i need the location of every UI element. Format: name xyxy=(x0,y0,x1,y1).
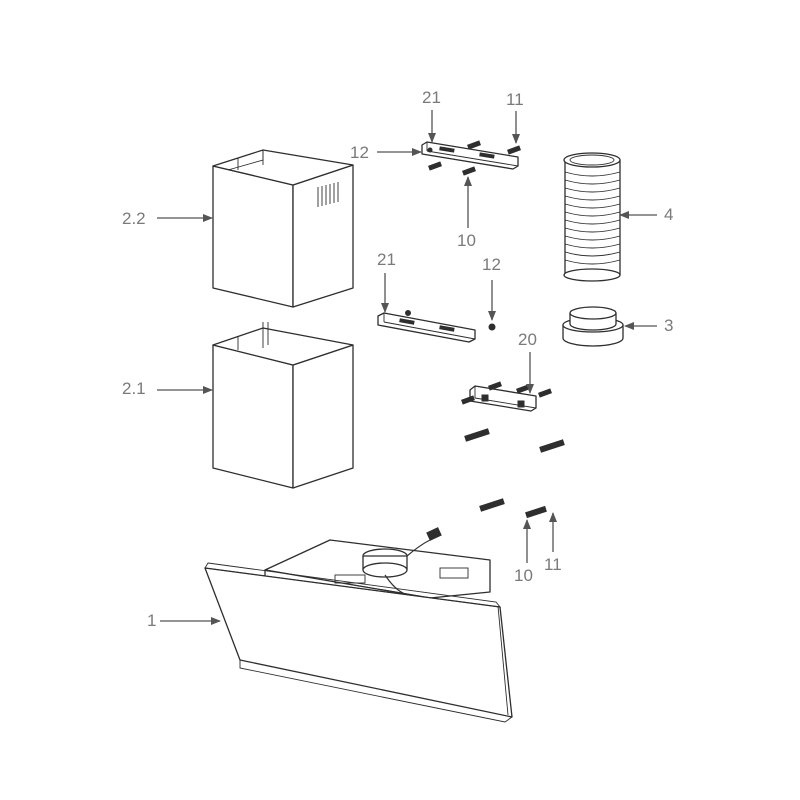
label-3: 3 xyxy=(664,316,673,335)
duct-ribs xyxy=(564,171,621,265)
label-2-1: 2.1 xyxy=(122,379,146,398)
label-10-top: 10 xyxy=(457,231,476,250)
label-10-bottom: 10 xyxy=(514,566,533,585)
lower-chimney-cover xyxy=(212,322,354,489)
label-4: 4 xyxy=(664,205,673,224)
nut xyxy=(488,323,496,331)
label-21-top: 21 xyxy=(422,88,441,107)
top-wall-bracket xyxy=(421,141,519,170)
label-21-mid: 21 xyxy=(377,250,396,269)
label-12-mid: 12 xyxy=(482,255,501,274)
flexible-duct xyxy=(563,152,621,282)
middle-wall-bracket xyxy=(377,310,476,343)
top-screws xyxy=(428,140,521,176)
vent-slots xyxy=(317,182,339,207)
label-11-top: 11 xyxy=(506,90,524,109)
adapter-ring xyxy=(562,306,624,347)
upper-chimney-cover xyxy=(212,149,354,308)
callouts: 2.2 2.1 1 21 11 12 10 4 21 12 3 20 xyxy=(122,88,673,630)
label-12-top: 12 xyxy=(350,143,369,162)
wall-anchors xyxy=(464,428,565,519)
label-11-bottom: 11 xyxy=(544,555,562,574)
label-20: 20 xyxy=(518,330,537,349)
hood-body xyxy=(204,527,513,723)
mounting-plate xyxy=(461,381,552,412)
label-1: 1 xyxy=(147,611,156,630)
label-2-2: 2.2 xyxy=(122,209,146,228)
